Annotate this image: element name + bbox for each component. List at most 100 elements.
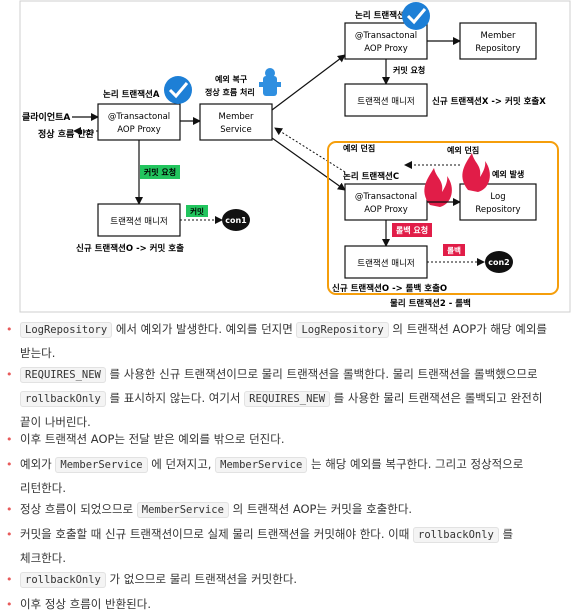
note-continuation: 체크한다. bbox=[20, 551, 66, 565]
tm-a-label: 트랜잭션 매니저 bbox=[110, 216, 167, 227]
tm-b-box bbox=[344, 83, 428, 117]
member-service-box bbox=[199, 103, 273, 141]
inline-code: MemberService bbox=[215, 457, 308, 473]
inline-code: LogRepository bbox=[20, 322, 113, 338]
bullet-icon: • bbox=[6, 458, 13, 471]
note-text: 이후 트랜잭션 AOP는 전달 받은 예외를 밖으로 던진다. bbox=[20, 432, 285, 446]
note-line: LogRepository 에서 예외가 발생한다. 예외를 던지면 LogRe… bbox=[6, 318, 566, 342]
service-to-b-arrow bbox=[271, 54, 346, 111]
commit-request-b: 커밋 요청 bbox=[393, 65, 425, 75]
inline-code: rollbackOnly bbox=[413, 527, 499, 543]
throw-right-label: 예외 던짐 bbox=[447, 145, 479, 155]
note-text: 의 트랜잭션 AOP가 해당 예외를 bbox=[388, 322, 547, 336]
tx-a-proxy-line2: AOP Proxy bbox=[117, 125, 160, 135]
note-line: rollbackOnly 가 없으므로 물리 트랜잭션을 커밋한다. bbox=[6, 568, 566, 592]
fire-hydrant-icon bbox=[259, 68, 281, 96]
member-repo-box bbox=[459, 22, 537, 60]
inline-code: rollbackOnly bbox=[20, 572, 106, 588]
bullet-icon: • bbox=[6, 573, 13, 586]
tx-a-proxy-line1: @Transactonal bbox=[108, 112, 170, 122]
tx-b-proxy-line1: @Transactonal bbox=[355, 31, 417, 41]
note-text: 가 없으므로 물리 트랜잭션을 커밋한다. bbox=[105, 572, 298, 586]
inline-code: LogRepository bbox=[296, 322, 389, 338]
recover-label-1: 예외 복구 bbox=[215, 74, 248, 84]
tx-c-proxy-box bbox=[344, 183, 428, 221]
note-text: 에서 예외가 발생한다. 예외를 던지면 bbox=[112, 322, 297, 336]
bullet-icon: • bbox=[6, 503, 13, 516]
tx-c-label: 논리 트랜잭션C bbox=[343, 171, 399, 182]
inline-code: REQUIRES_NEW bbox=[20, 367, 106, 383]
member-repo-line2: Repository bbox=[475, 44, 520, 54]
diagram-svg: 클라이언트A 정상 흐름 반환 논리 트랜잭션A @Transactonal A… bbox=[19, 0, 571, 313]
note-line: 이후 트랜잭션 AOP는 전달 받은 예외를 밖으로 던진다. bbox=[6, 428, 566, 451]
note-text: 에 던져지고, bbox=[147, 457, 216, 471]
new-tx-x-label: 신규 트랜잭션X -> 커밋 호출X bbox=[432, 96, 546, 107]
commit-request-a: 커밋 요청 bbox=[144, 167, 176, 177]
recover-label-2: 정상 흐름 처리 bbox=[205, 87, 255, 97]
note-line: rollbackOnly 를 표시하지 않는다. 여기서 REQUIRES_NE… bbox=[6, 387, 566, 411]
diagram-border bbox=[19, 0, 571, 313]
rollback-tag: 롤백 bbox=[447, 245, 461, 255]
commit-tag-bg bbox=[186, 205, 208, 217]
rollback-request-tag bbox=[392, 223, 432, 237]
note-text: 정상 흐름이 되었으므로 bbox=[20, 502, 137, 516]
tm-c-box bbox=[344, 245, 428, 279]
tx-b-proxy-box bbox=[344, 22, 428, 60]
client-label: 클라이언트A bbox=[22, 111, 70, 123]
note-item: •정상 흐름이 되었으므로 MemberService 의 트랜잭션 AOP는 … bbox=[6, 498, 566, 522]
tx-b-label: 논리 트랜잭션B bbox=[355, 10, 411, 21]
log-repo-line1: Log bbox=[490, 192, 505, 202]
note-line: 예외가 MemberService 에 던져지고, MemberService … bbox=[6, 453, 566, 477]
note-continuation: 끝이 나버린다. bbox=[20, 415, 91, 429]
inline-code: rollbackOnly bbox=[20, 391, 106, 407]
note-text: 를 표시하지 않는다. 여기서 bbox=[105, 391, 245, 405]
inline-code: MemberService bbox=[55, 457, 148, 473]
note-text: 를 bbox=[498, 527, 514, 541]
note-item: •LogRepository 에서 예외가 발생한다. 예외를 던지면 LogR… bbox=[6, 318, 566, 365]
note-text: 커밋을 호출할 때 신규 트랜잭션이므로 실제 물리 트랜잭션을 커밋해야 한다… bbox=[20, 527, 414, 541]
transaction-diagram: 클라이언트A 정상 흐름 반환 논리 트랜잭션A @Transactonal A… bbox=[19, 0, 571, 313]
note-line: 커밋을 호출할 때 신규 트랜잭션이므로 실제 물리 트랜잭션을 커밋해야 한다… bbox=[6, 523, 566, 547]
inline-code: MemberService bbox=[136, 502, 229, 518]
note-line: 정상 흐름이 되었으므로 MemberService 의 트랜잭션 AOP는 커… bbox=[6, 498, 566, 522]
rollback-tag-bg bbox=[443, 244, 465, 256]
con1-circle bbox=[222, 209, 250, 231]
note-item: •REQUIRES_NEW 를 사용한 신규 트랜잭션이므로 물리 트랜잭션을 … bbox=[6, 363, 566, 434]
member-service-line2: Service bbox=[220, 125, 251, 135]
note-item: •이후 트랜잭션 AOP는 전달 받은 예외를 밖으로 던진다. bbox=[6, 428, 566, 451]
tx-b-proxy-line2: AOP Proxy bbox=[364, 44, 407, 54]
check-badge-a-icon bbox=[164, 76, 192, 104]
check-badge-b-icon bbox=[402, 2, 430, 30]
note-item: •이후 정상 흐름이 반환된다. bbox=[6, 593, 566, 616]
physical-tx2-label: 물리 트랜잭션2 - 롤백 bbox=[390, 298, 471, 309]
note-line: REQUIRES_NEW 를 사용한 신규 트랜잭션이므로 물리 트랜잭션을 롤… bbox=[6, 363, 566, 387]
client-return-label: 정상 흐름 반환 bbox=[38, 128, 95, 140]
new-tx-o-rollback: 신규 트랜잭션O -> 롤백 호출O bbox=[332, 283, 447, 294]
note-line: 이후 정상 흐름이 반환된다. bbox=[6, 593, 566, 616]
note-text: 는 해당 예외를 복구한다. 그리고 정상적으로 bbox=[307, 457, 524, 471]
bullet-icon: • bbox=[6, 528, 13, 541]
note-text: 예외가 bbox=[20, 457, 56, 471]
con1-label: con1 bbox=[225, 216, 247, 225]
tx-c-proxy-line2: AOP Proxy bbox=[364, 205, 407, 215]
note-continuation: 리턴한다. bbox=[20, 481, 66, 495]
note-text: 이후 정상 흐름이 반환된다. bbox=[20, 597, 152, 611]
commit-tag: 커밋 bbox=[190, 206, 204, 216]
note-text: 의 트랜잭션 AOP는 커밋을 호출한다. bbox=[228, 502, 413, 516]
physical-tx2-group bbox=[327, 141, 559, 295]
tm-b-label: 트랜잭션 매니저 bbox=[357, 96, 414, 107]
c-throw-to-service-arrow bbox=[274, 127, 346, 173]
inline-code: REQUIRES_NEW bbox=[244, 391, 331, 407]
fire-log-icon bbox=[462, 153, 490, 192]
note-continuation: 받는다. bbox=[20, 346, 56, 360]
exception-occurs-label: 예외 발생 bbox=[492, 169, 524, 179]
note-item: •rollbackOnly 가 없으므로 물리 트랜잭션을 커밋한다. bbox=[6, 568, 566, 592]
con2-circle bbox=[485, 251, 513, 273]
member-repo-line1: Member bbox=[481, 31, 516, 41]
bullet-icon: • bbox=[6, 323, 13, 336]
note-text: 를 사용한 신규 트랜잭션이므로 물리 트랜잭션을 롤백한다. 물리 트랜잭션을… bbox=[105, 367, 538, 381]
rollback-request: 롤백 요청 bbox=[396, 225, 428, 235]
new-tx-o-commit: 신규 트랜잭션O -> 커밋 호출 bbox=[76, 243, 184, 254]
note-text: 를 사용한 물리 트랜잭션은 롤백되고 완전히 bbox=[330, 391, 543, 405]
member-service-line1: Member bbox=[219, 112, 254, 122]
